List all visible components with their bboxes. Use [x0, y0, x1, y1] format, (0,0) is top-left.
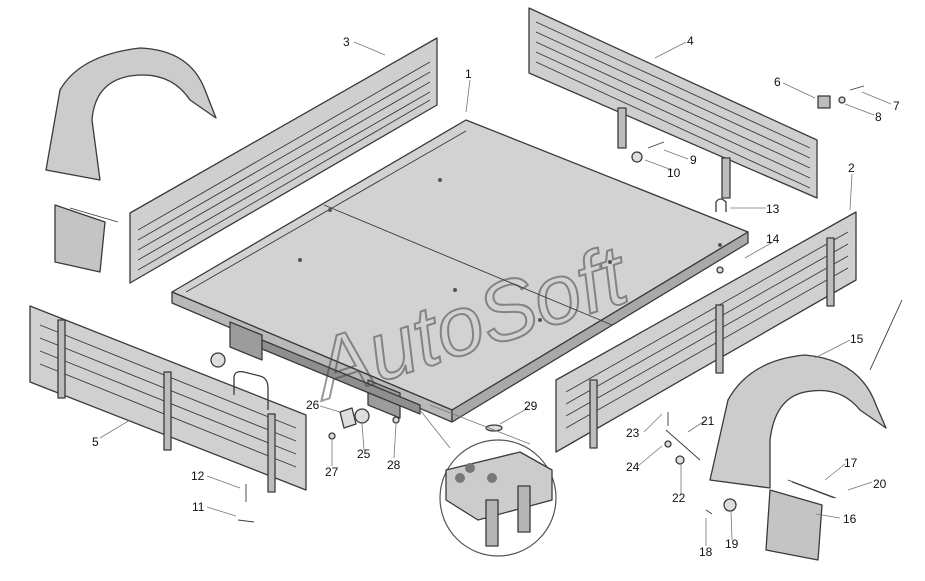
callout-21: 21	[701, 414, 715, 428]
right-mud-guard	[709, 299, 903, 561]
callout-15: 15	[850, 332, 864, 346]
hardware	[210, 85, 865, 523]
callout-9: 9	[690, 153, 697, 167]
callout-13: 13	[766, 202, 780, 216]
callout-3: 3	[343, 35, 350, 49]
leader-lines	[99, 41, 892, 546]
front-board	[29, 305, 307, 493]
callout-10: 10	[667, 166, 681, 180]
callout-27: 27	[325, 465, 339, 479]
callout-5: 5	[92, 435, 99, 449]
callout-18: 18	[699, 545, 713, 559]
callout-8: 8	[875, 110, 882, 124]
callout-14: 14	[766, 232, 780, 246]
callout-20: 20	[873, 477, 887, 491]
left-side-board	[129, 37, 438, 284]
callout-7: 7	[893, 99, 900, 113]
callout-22: 22	[672, 491, 686, 505]
callout-28: 28	[387, 458, 401, 472]
callout-25: 25	[357, 447, 371, 461]
callout-2: 2	[848, 161, 855, 175]
callout-19: 19	[725, 537, 739, 551]
left-mud-guard	[45, 47, 217, 273]
callout-11: 11	[192, 500, 205, 514]
callout-6: 6	[774, 75, 781, 89]
platform-floor	[171, 119, 749, 423]
callout-4: 4	[687, 34, 694, 48]
detail-callout-circle	[419, 404, 557, 557]
callout-29: 29	[524, 399, 538, 413]
callout-16: 16	[843, 512, 857, 526]
callout-24: 24	[626, 460, 640, 474]
callout-1: 1	[465, 67, 472, 81]
tail-board	[555, 211, 857, 453]
callout-26: 26	[306, 398, 320, 412]
callout-labels: 1 2 3 4 5 6 7 8 9 10 11 12 13 14 15 16 1…	[92, 34, 900, 559]
right-side-board	[528, 7, 818, 199]
callout-17: 17	[844, 456, 858, 470]
callout-23: 23	[626, 426, 640, 440]
callout-12: 12	[191, 469, 205, 483]
